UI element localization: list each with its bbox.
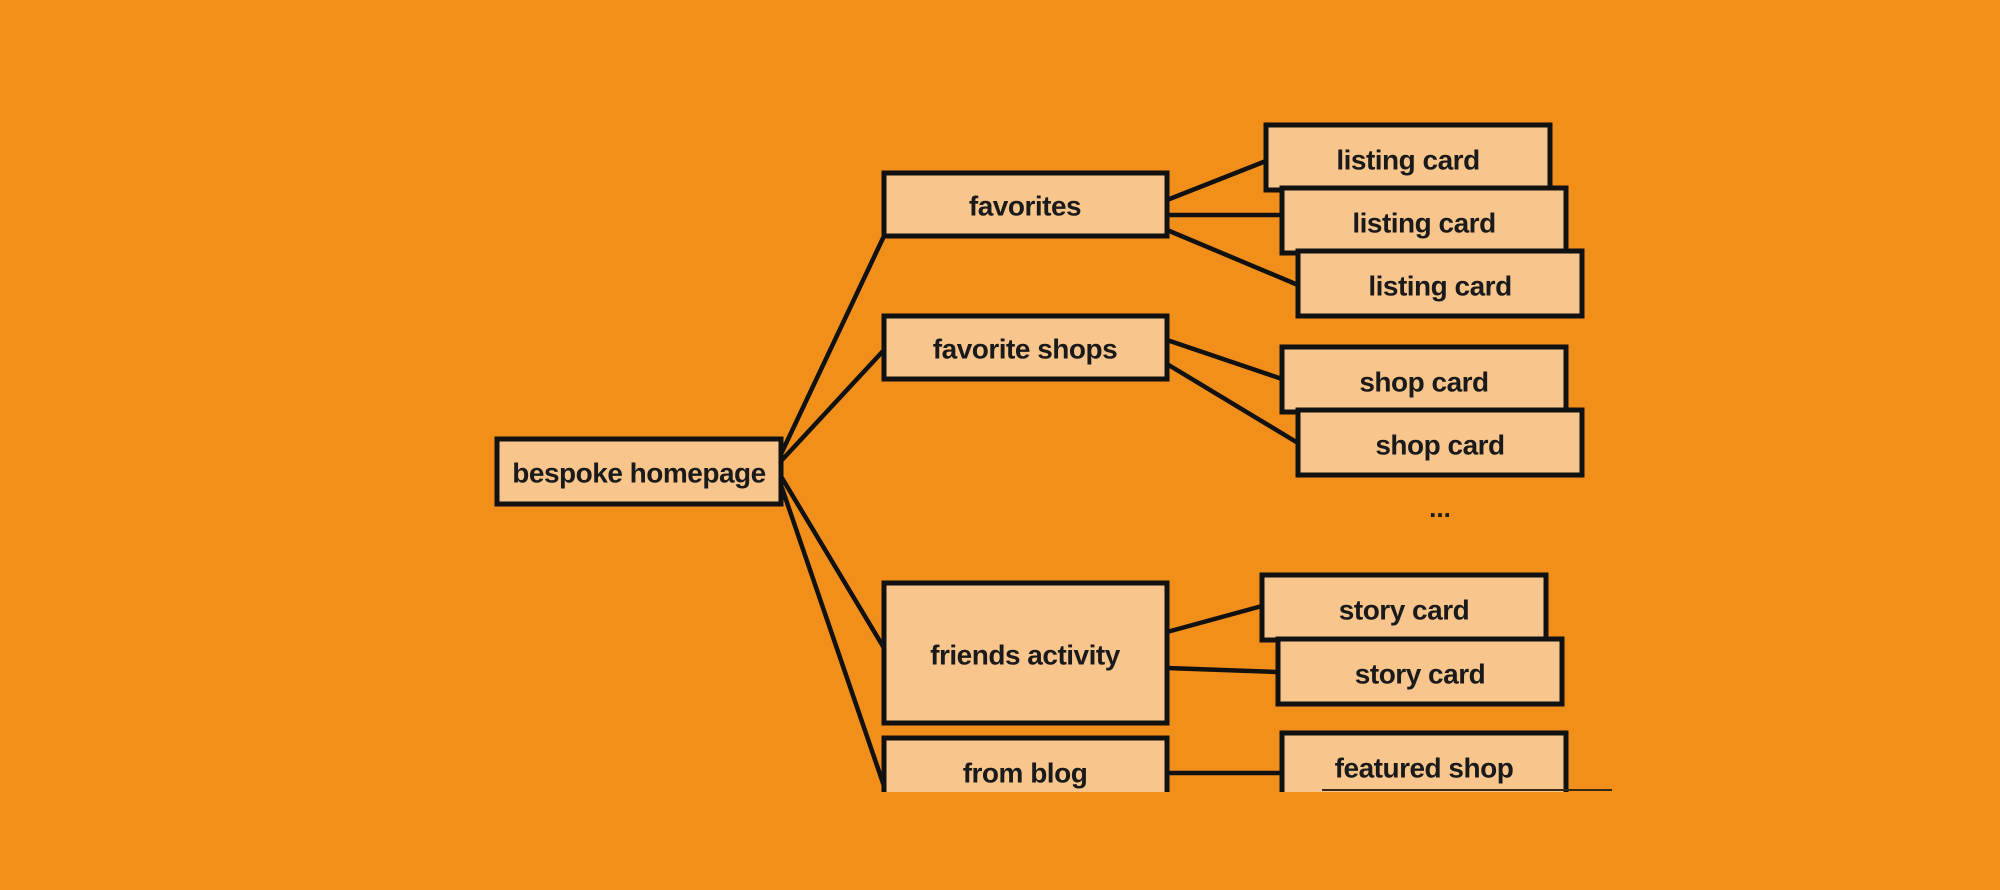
node-listing-card-2: listing card [1279,185,1569,256]
node-label: featured shop [1335,753,1514,784]
node-listing-card-1: listing card [1263,122,1553,193]
node-label: bespoke homepage [512,458,765,489]
node-story-card-1: story card [1259,572,1549,643]
node-label: friends activity [930,640,1121,671]
edge-root-from-blog [779,485,887,789]
edge-friends-activity-story-1 [1164,603,1265,635]
node-from-blog: from blog [881,735,1170,792]
node-favorites: favorites [881,170,1170,239]
node-favorite-shops: favorite shops [881,313,1170,382]
node-label: from blog [963,758,1088,789]
node-shop-card-2: shop card [1295,407,1585,478]
node-label: shop card [1375,430,1504,461]
node-label: favorites [969,191,1081,222]
node-friends-activity: friends activity [881,580,1170,726]
node-label: story card [1339,595,1469,626]
ellipsis-more: ... [1429,493,1451,523]
edge-favorites-listing-3 [1164,227,1301,288]
node-label: favorite shops [933,334,1117,365]
node-story-card-2: story card [1275,636,1565,707]
node-listing-card-3: listing card [1295,248,1585,319]
edge-favorite-shops-shop-1 [1164,337,1285,382]
node-label: listing card [1352,208,1495,239]
node-shop-card-1: shop card [1279,344,1569,415]
node-bespoke-homepage: bespoke homepage [494,436,784,507]
edge-root-favorites [779,233,887,455]
edge-friends-activity-story-2 [1164,665,1281,675]
edge-root-friends-activity [779,475,887,651]
edge-favorites-listing-1 [1164,158,1269,203]
node-label: listing card [1368,271,1511,302]
node-label: story card [1355,659,1485,690]
node-label: listing card [1336,145,1479,176]
node-featured-shop: featured shop [1279,730,1569,792]
edge-root-favorite-shops [779,347,887,463]
node-label: shop card [1359,367,1488,398]
edge-favorite-shops-shop-2 [1164,361,1301,446]
